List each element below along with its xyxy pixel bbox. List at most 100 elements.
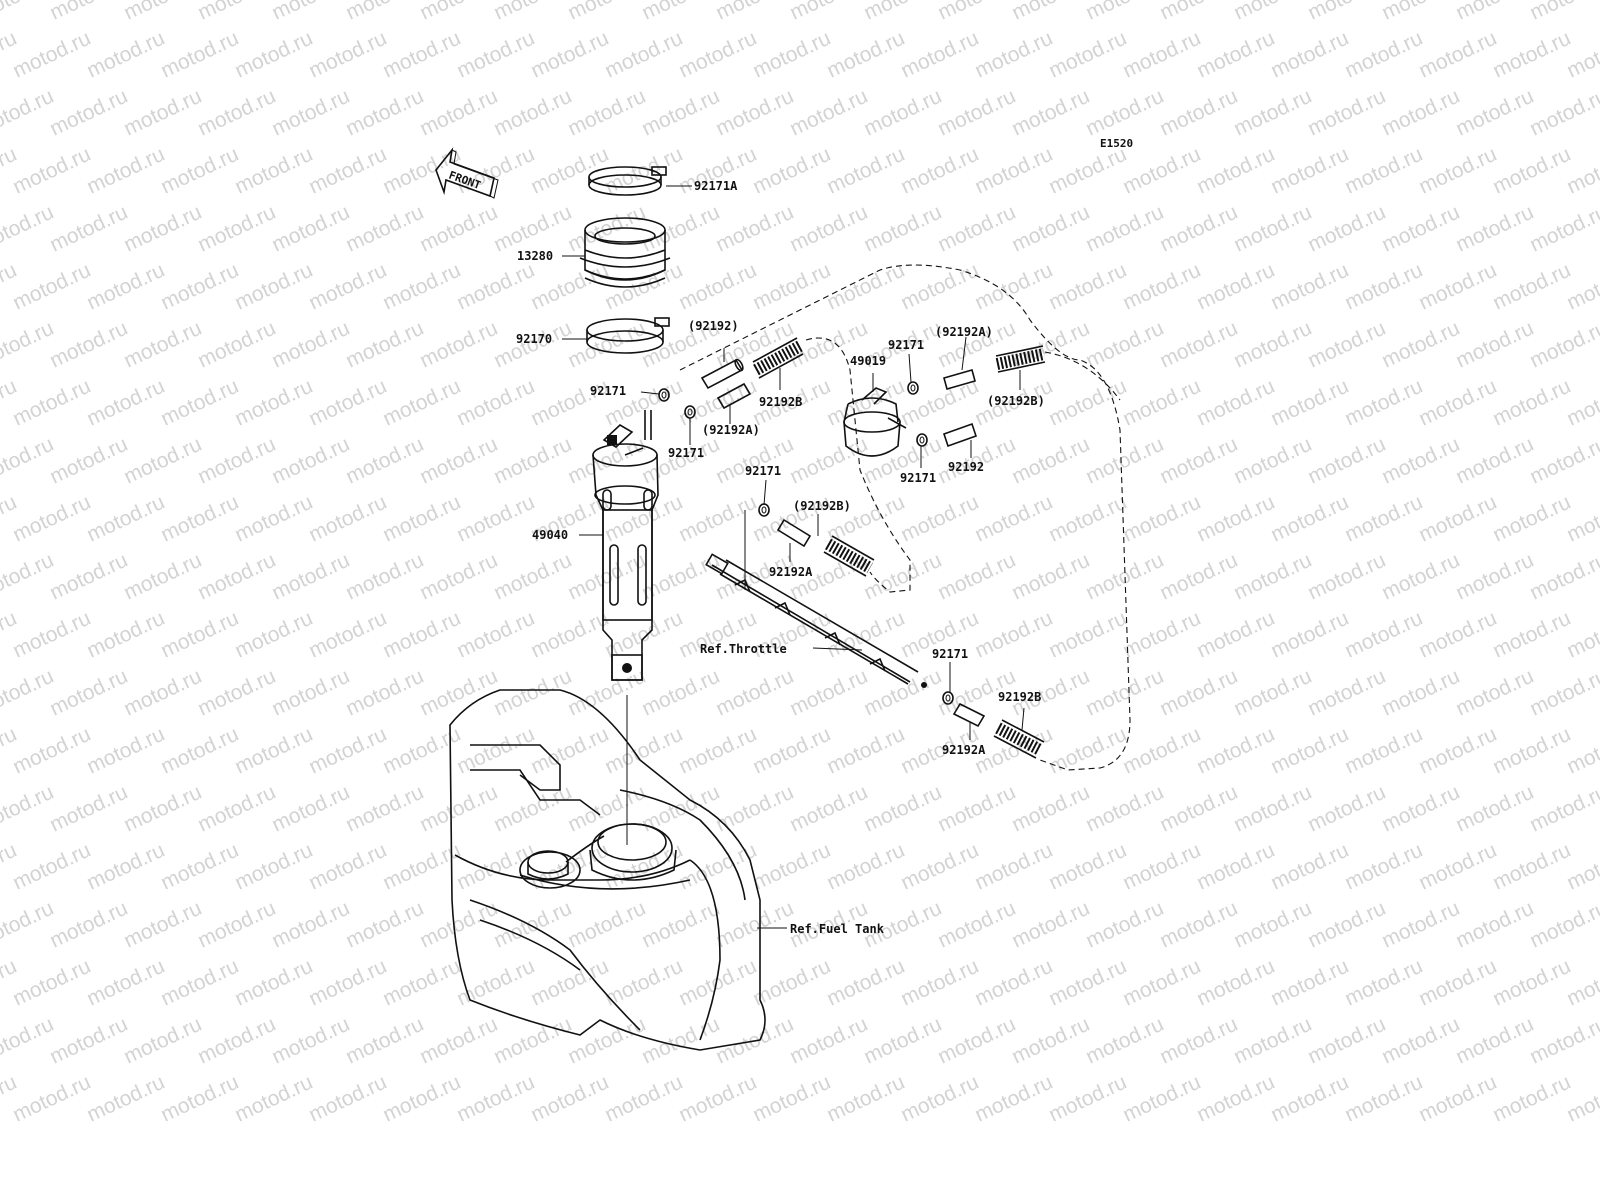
watermark-text: motod.ru	[1563, 607, 1600, 663]
label-92192B-a: 92192B	[759, 395, 802, 409]
watermark-text: motod.ru	[342, 85, 427, 141]
watermark-text: motod.ru	[305, 839, 390, 895]
watermark-text: motod.ru	[823, 143, 908, 199]
watermark-text: motod.ru	[601, 723, 686, 779]
watermark-text: motod.ru	[1193, 723, 1278, 779]
watermark-text: motod.ru	[120, 897, 205, 953]
diagram-code: E1520	[1100, 137, 1133, 150]
watermark-text: motod.ru	[194, 85, 279, 141]
watermark-text: motod.ru	[83, 259, 168, 315]
watermark-text: motod.ru	[157, 839, 242, 895]
watermark-text: motod.ru	[46, 85, 131, 141]
watermark-text: motod.ru	[268, 1013, 353, 1069]
watermark-text: motod.ru	[416, 201, 501, 257]
hose-92192B-drawing	[752, 337, 804, 379]
watermark-text: motod.ru	[1008, 433, 1093, 489]
watermark-text: motod.ru	[1008, 781, 1093, 837]
watermark-text: motod.ru	[1378, 201, 1463, 257]
watermark-text: motod.ru	[1304, 201, 1389, 257]
watermark-text: motod.ru	[1304, 665, 1389, 721]
watermark-text: motod.ru	[305, 1071, 390, 1127]
watermark-text: motod.ru	[268, 549, 353, 605]
watermark-text: motod.ru	[46, 665, 131, 721]
watermark-text: motod.ru	[1452, 897, 1537, 953]
watermark-text: motod.ru	[1045, 375, 1130, 431]
watermark-text: motod.ru	[194, 201, 279, 257]
watermark-text: motod.ru	[1156, 665, 1241, 721]
watermark-text: motod.ru	[934, 549, 1019, 605]
watermark-text: motod.ru	[564, 317, 649, 373]
label-92192B-b: 92192B	[998, 690, 1041, 704]
watermark-text: motod.ru	[120, 201, 205, 257]
watermark-text: motod.ru	[1452, 433, 1537, 489]
watermark-text: motod.ru	[564, 665, 649, 721]
watermark-text: motod.ru	[1452, 1013, 1537, 1069]
watermark-text: motod.ru	[1156, 201, 1241, 257]
watermark-text: motod.ru	[1119, 723, 1204, 779]
watermark-text: motod.ru	[1415, 27, 1500, 83]
watermark-text: motod.ru	[1082, 0, 1167, 25]
watermark-text: motod.ru	[527, 607, 612, 663]
watermark-text: motod.ru	[1415, 1071, 1500, 1127]
watermark-text: motod.ru	[231, 723, 316, 779]
watermark-text: motod.ru	[564, 0, 649, 25]
watermark-text: motod.ru	[453, 375, 538, 431]
watermark-text: motod.ru	[1193, 259, 1278, 315]
watermark-text: motod.ru	[1341, 1071, 1426, 1127]
watermark-text: motod.ru	[1156, 85, 1241, 141]
watermark-text: motod.ru	[305, 955, 390, 1011]
watermark-text: motod.ru	[1267, 723, 1352, 779]
watermark-text: motod.ru	[1008, 1013, 1093, 1069]
watermark-text: motod.ru	[83, 143, 168, 199]
watermark-text: motod.ru	[860, 85, 945, 141]
watermark-text: motod.ru	[1378, 85, 1463, 141]
watermark-text: motod.ru	[1563, 491, 1600, 547]
watermark-text: motod.ru	[453, 27, 538, 83]
hose-92192B-paren-b-drawing	[823, 535, 875, 577]
watermark-text: motod.ru	[342, 781, 427, 837]
fuel-pump-49040-drawing	[592, 410, 659, 681]
watermark-text: motod.ru	[638, 201, 723, 257]
watermark-text: motod.ru	[1156, 781, 1241, 837]
watermark-text: motod.ru	[1526, 1013, 1600, 1069]
watermark-text: motod.ru	[83, 955, 168, 1011]
watermark-text: motod.ru	[379, 491, 464, 547]
watermark-text: motod.ru	[638, 665, 723, 721]
watermark-text: motod.ru	[157, 143, 242, 199]
watermark-text: motod.ru	[712, 781, 797, 837]
watermark-text: motod.ru	[194, 0, 279, 25]
watermark-text: motod.ru	[823, 955, 908, 1011]
watermark-text: motod.ru	[9, 955, 94, 1011]
watermark-text: motod.ru	[416, 665, 501, 721]
watermark-text: motod.ru	[786, 1013, 871, 1069]
watermark-text: motod.ru	[860, 665, 945, 721]
watermark-text: motod.ru	[1526, 433, 1600, 489]
watermark-text: motod.ru	[1230, 1013, 1315, 1069]
watermark-text: motod.ru	[305, 607, 390, 663]
watermark-text: motod.ru	[157, 955, 242, 1011]
watermark-text: motod.ru	[749, 143, 834, 199]
watermark-text: motod.ru	[1267, 955, 1352, 1011]
label-92192A-b: 92192A	[942, 743, 986, 757]
clip-92171-a-drawing	[658, 388, 670, 402]
watermark-text: motod.ru	[675, 27, 760, 83]
label-92192: 92192	[948, 460, 984, 474]
watermark-text: motod.ru	[342, 665, 427, 721]
watermark-text: motod.ru	[1341, 723, 1426, 779]
label-92171A: 92171A	[694, 179, 738, 193]
watermark-text: motod.ru	[120, 665, 205, 721]
watermark-text: motod.ru	[268, 781, 353, 837]
watermark-text: motod.ru	[675, 955, 760, 1011]
watermark-text: motod.ru	[1489, 27, 1574, 83]
watermark-text: motod.ru	[379, 1071, 464, 1127]
watermark-text: motod.ru	[1378, 897, 1463, 953]
watermark-text: motod.ru	[1267, 27, 1352, 83]
watermark-text: motod.ru	[1082, 201, 1167, 257]
watermark-text: motod.ru	[1415, 955, 1500, 1011]
watermark-text: motod.ru	[1304, 317, 1389, 373]
watermark-text: motod.ru	[120, 85, 205, 141]
watermark-text: motod.ru	[675, 1071, 760, 1127]
watermark-text: motod.ru	[934, 0, 1019, 25]
watermark-text: motod.ru	[1415, 491, 1500, 547]
watermark-text: motod.ru	[305, 375, 390, 431]
